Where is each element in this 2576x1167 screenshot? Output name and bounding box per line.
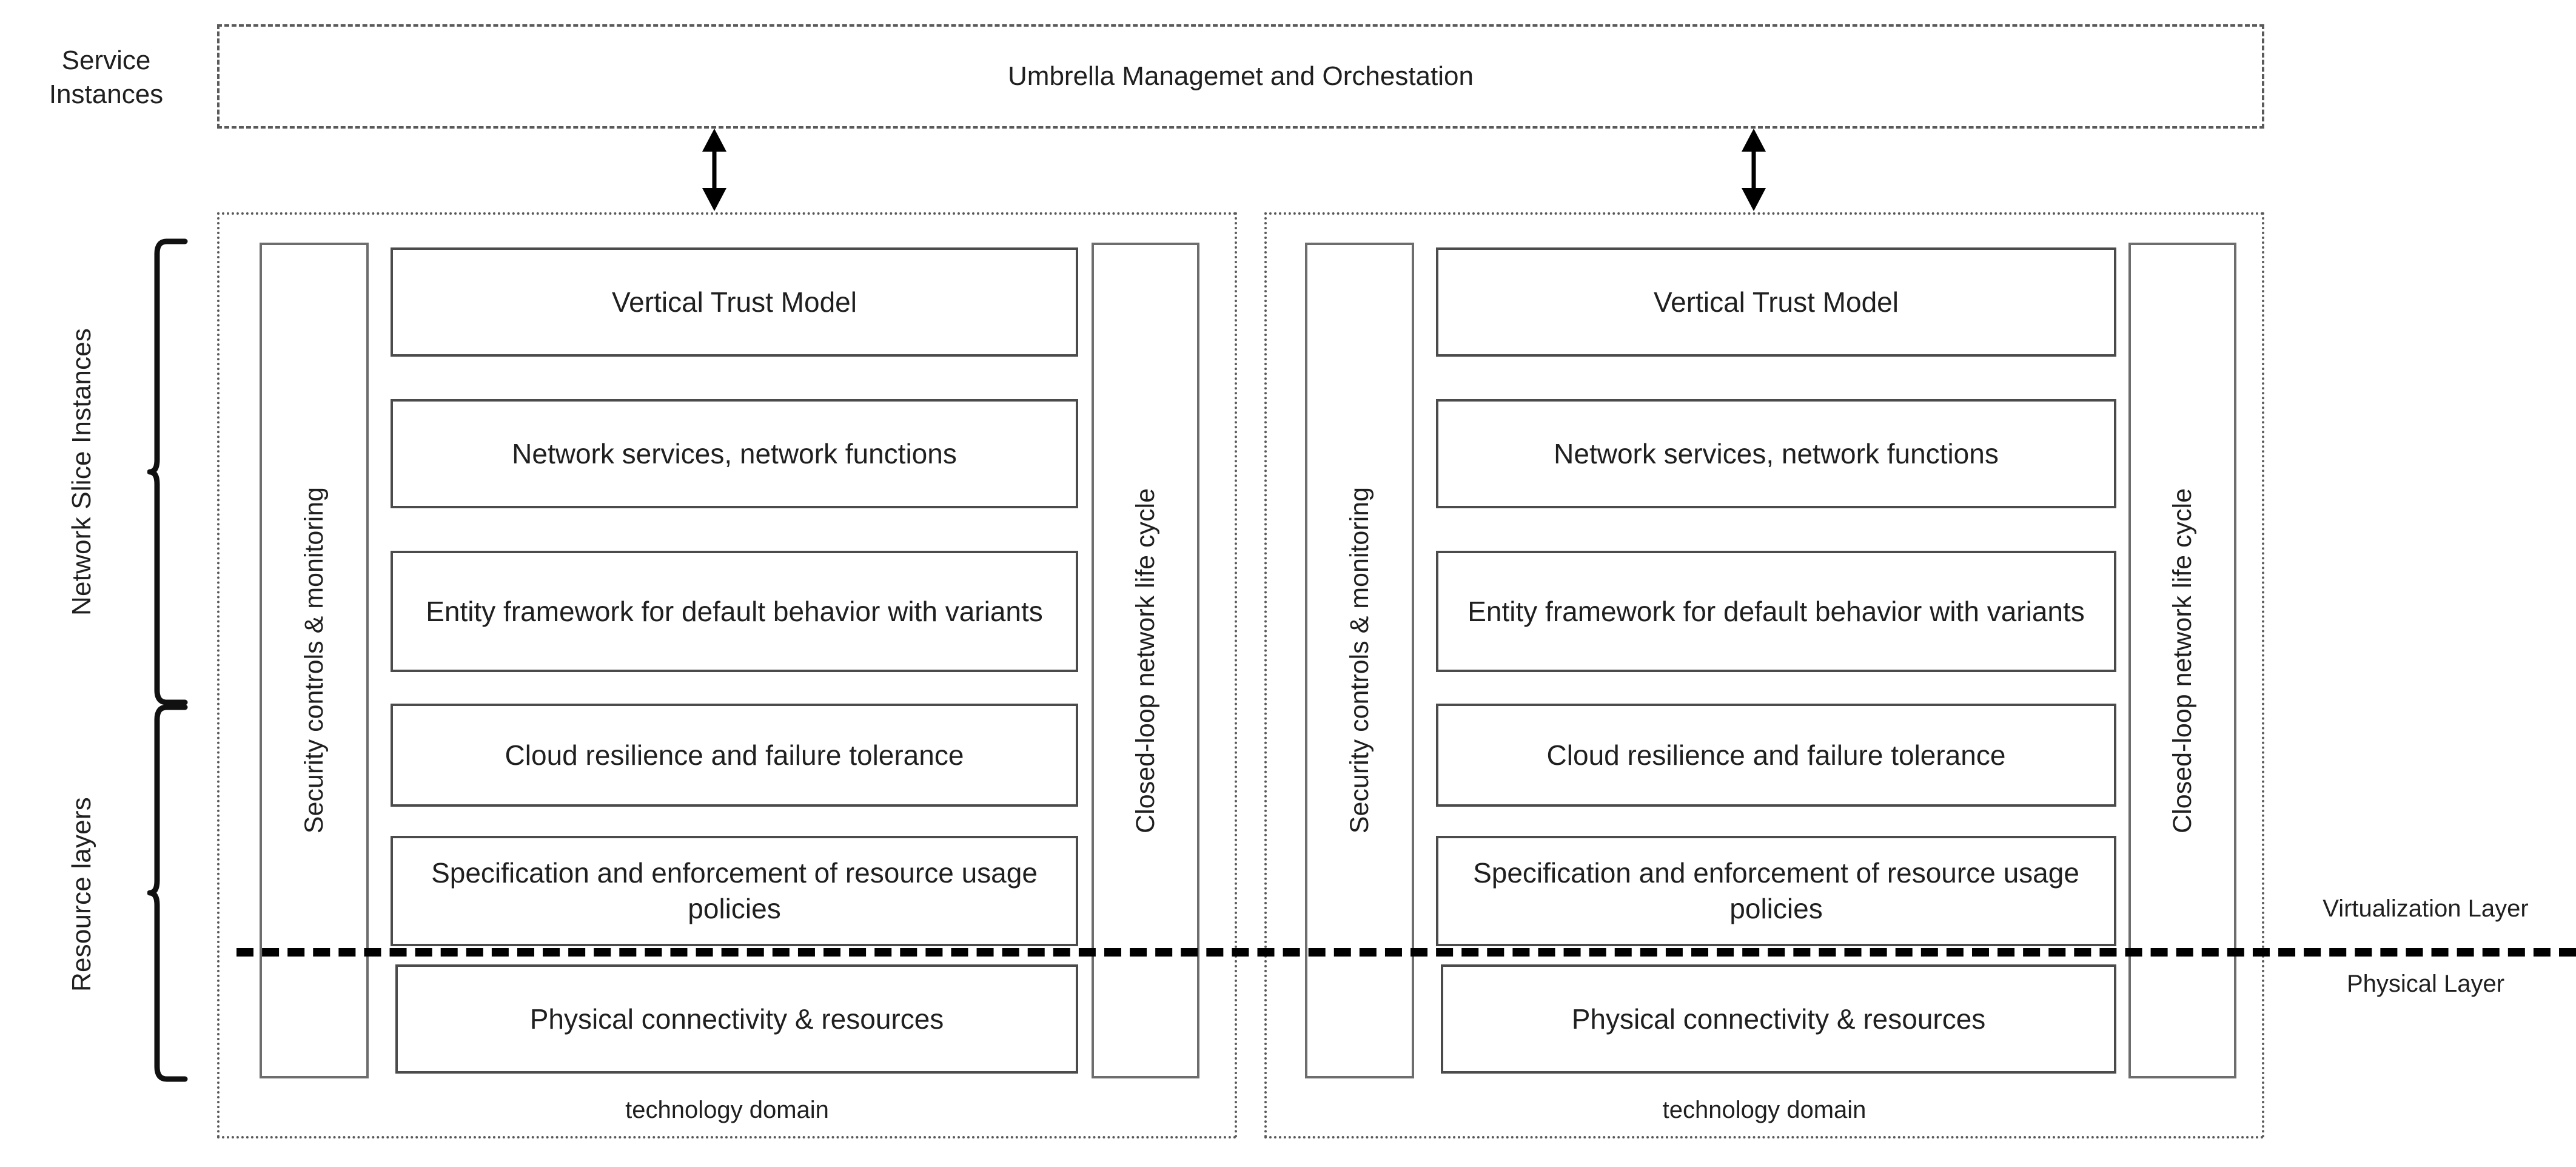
domain-right-security-panel: Security controls & monitoring <box>1305 243 1414 1078</box>
domain-right-box-5: Physical connectivity & resources <box>1441 964 2116 1074</box>
physical-layer-label: Physical Layer <box>2346 970 2505 997</box>
network-slice-instances-label: Network Slice Instances <box>67 328 96 616</box>
double-arrow-right-icon <box>1729 129 1778 211</box>
domain-left-box-4: Specification and enforcement of resourc… <box>391 836 1078 946</box>
domain-left-box-2: Entity framework for default behavior wi… <box>391 551 1078 672</box>
brace-resource-layers <box>147 704 190 1083</box>
virtualization-layer-label: Virtualization Layer <box>2323 895 2529 922</box>
domain-right-box-0: Vertical Trust Model <box>1436 247 2116 357</box>
resource-layers-label: Resource layers <box>67 797 96 992</box>
domain-left-security-panel: Security controls & monitoring <box>260 243 369 1078</box>
domain-left-box-1: Network services, network functions <box>391 399 1078 508</box>
domain-right-box-2: Entity framework for default behavior wi… <box>1436 551 2116 672</box>
brace-network-slice-instances <box>147 238 190 706</box>
domain-right-security-panel-label: Security controls & monitoring <box>1344 487 1374 834</box>
domain-left-box-3: Cloud resilience and failure tolerance <box>391 704 1078 807</box>
domain-left-box-5: Physical connectivity & resources <box>395 964 1078 1074</box>
domain-right-box-4: Specification and enforcement of resourc… <box>1436 836 2116 946</box>
service-instances-label: Service Instances <box>49 45 164 109</box>
domain-right-lifecycle-panel: Closed-loop network life cycle <box>2128 243 2236 1078</box>
domain-left-caption: technology domain <box>625 1096 829 1123</box>
domain-right-lifecycle-panel-label: Closed-loop network life cycle <box>2167 488 2197 833</box>
domain-right-box-3: Cloud resilience and failure tolerance <box>1436 704 2116 807</box>
domain-left-lifecycle-panel-label: Closed-loop network life cycle <box>1130 488 1160 833</box>
domain-left-box-0: Vertical Trust Model <box>391 247 1078 357</box>
double-arrow-left-icon <box>690 129 739 211</box>
virtualization-physical-divider <box>236 948 2576 957</box>
domain-right-box-1: Network services, network functions <box>1436 399 2116 508</box>
domain-left-lifecycle-panel: Closed-loop network life cycle <box>1092 243 1199 1078</box>
domain-right-caption: technology domain <box>1662 1096 1867 1123</box>
umbrella-management-box: Umbrella Managemet and Orchestation <box>217 24 2264 129</box>
domain-left-security-panel-label: Security controls & monitoring <box>299 487 329 834</box>
umbrella-management-label: Umbrella Managemet and Orchestation <box>1008 61 1474 91</box>
